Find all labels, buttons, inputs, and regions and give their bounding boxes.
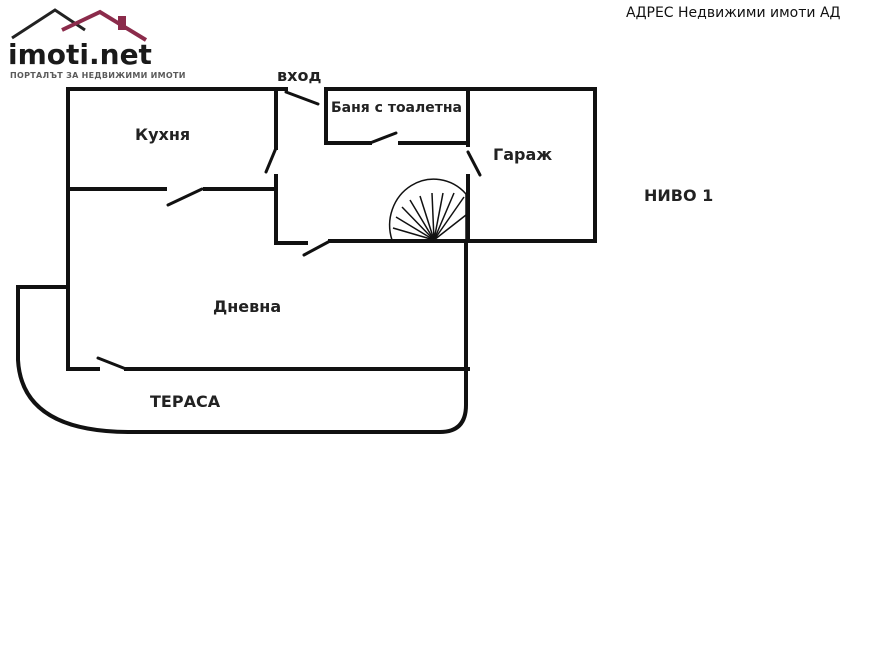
- garage-door[interactable]: [466, 150, 482, 177]
- kitchen-living-door[interactable]: [166, 187, 204, 207]
- kitchen-hall-door[interactable]: [264, 146, 278, 174]
- walls: [16, 87, 597, 434]
- terrace-label: ТЕРАСА: [150, 392, 221, 411]
- bathroom-door[interactable]: [368, 131, 398, 145]
- hall-living-door[interactable]: [302, 239, 332, 257]
- entrance-door[interactable]: [284, 90, 320, 106]
- bathroom-label: Баня с тоалетна: [331, 100, 462, 116]
- logo-tagline: ПОРТАЛЪТ ЗА НЕДВИЖИМИ ИМОТИ: [10, 71, 186, 80]
- logo-name: imoti.net: [8, 38, 152, 71]
- garage-label: Гараж: [493, 145, 552, 164]
- house-roof-icon: [11, 8, 148, 42]
- agency-name: АДРЕС Недвижими имоти АД: [626, 5, 841, 21]
- level-label: НИВО 1: [644, 186, 713, 205]
- imoti-logo[interactable]: imoti.net ПОРТАЛЪТ ЗА НЕДВИЖИМИ ИМОТИ: [8, 8, 186, 80]
- terrace-door[interactable]: [96, 356, 128, 371]
- kitchen-label: Кухня: [135, 125, 190, 144]
- entrance-label: вход: [277, 66, 321, 85]
- living-room-label: Дневна: [213, 297, 281, 316]
- doors: [96, 90, 482, 371]
- spiral-staircase: [388, 178, 467, 241]
